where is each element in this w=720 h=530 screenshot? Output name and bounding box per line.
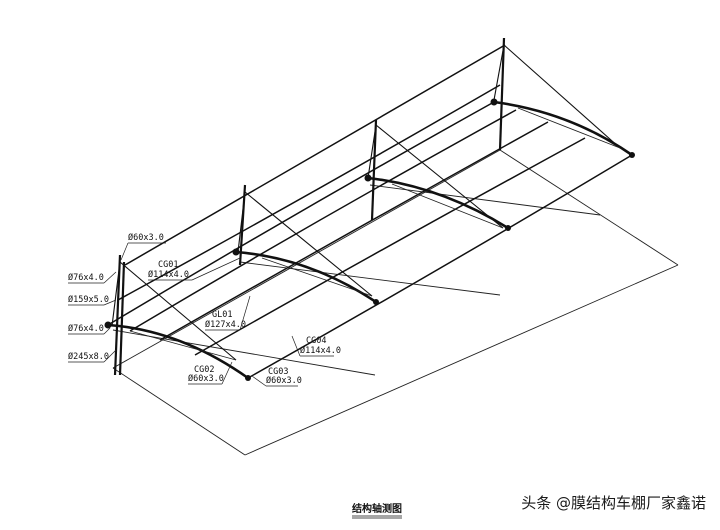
- label-cg04-spec: Ø114x4.0: [300, 345, 341, 356]
- bracing: [129, 107, 621, 361]
- label-pipe-76-b: Ø76x4.0: [68, 323, 104, 334]
- stay-cables: [111, 44, 621, 361]
- joint-nodes: [104, 98, 635, 381]
- ground-footprint: [112, 149, 679, 456]
- drawing-title: 结构轴测图: [352, 502, 402, 519]
- leader-lines: [68, 242, 334, 387]
- label-cg03-spec: Ø60x3.0: [266, 375, 302, 386]
- label-cg01-code: CG01: [158, 260, 178, 270]
- label-cg04-code: CG04: [306, 336, 326, 346]
- label-cg02-code: CG02: [194, 365, 214, 375]
- drawing-title-text: 结构轴测图: [352, 502, 402, 515]
- longitudinal-purlins: [107, 44, 633, 379]
- label-pipe-76-a: Ø76x4.0: [68, 272, 104, 283]
- label-cg01-spec: Ø114x4.0: [148, 269, 189, 280]
- label-pipe-245: Ø245x8.0: [68, 351, 109, 362]
- member-labels: Ø60x3.0 Ø76x4.0 Ø159x5.0 Ø76x4.0 Ø245x8.…: [68, 232, 341, 386]
- watermark: 头条 @膜结构车棚厂家鑫诺: [521, 494, 706, 512]
- label-cg03-code: CG03: [268, 367, 288, 377]
- label-cg02-spec: Ø60x3.0: [188, 373, 224, 384]
- label-gl01-code: GL01: [212, 310, 232, 320]
- label-gl01-spec: Ø127x4.0: [205, 319, 246, 330]
- label-top-pipe: Ø60x3.0: [128, 232, 164, 243]
- arched-rafters: [107, 100, 633, 380]
- label-pipe-159: Ø159x5.0: [68, 294, 109, 305]
